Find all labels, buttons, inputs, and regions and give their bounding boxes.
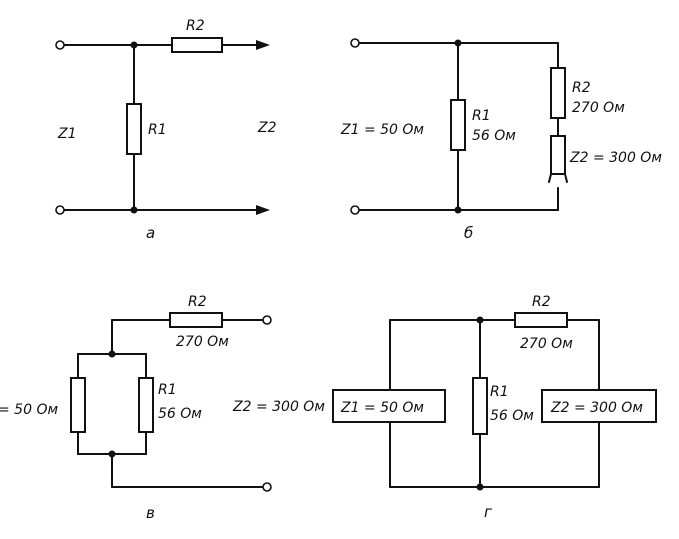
panel-b-label-z2: Z2 = 300 Ом: [569, 150, 662, 166]
panel-g-value-r2: 270 Ом: [520, 336, 573, 352]
panel-b: Z1 = 50 Ом R1 56 Ом R2 270 Ом Z2 = 300 О…: [340, 38, 662, 242]
panel-v: R2 270 Ом = 50 Ом R1 56 Ом Z2 = 300 Ом в: [0, 294, 325, 522]
panel-v-caption: в: [146, 504, 155, 522]
panel-v-value-r2: 270 Ом: [176, 334, 229, 350]
panel-a-junction-top: [130, 41, 138, 49]
panel-g-label-r2: R2: [532, 294, 551, 310]
panel-v-terminal-bottom: [262, 482, 272, 492]
panel-b-junction-top: [454, 39, 462, 47]
panel-v-junction-bottom: [108, 450, 116, 458]
panel-b-label-r2: R2: [572, 80, 591, 96]
panel-v-label-z1: = 50 Ом: [0, 402, 58, 418]
panel-b-label-z1: Z1 = 50 Ом: [340, 122, 424, 138]
panel-a-label-r1: R1: [148, 122, 167, 138]
panel-a-terminal-bottom: [55, 205, 65, 215]
panel-b-load-tail: [548, 173, 568, 183]
panel-v-load-z1: [70, 377, 86, 433]
panel-b-resistor-r1: [450, 99, 466, 151]
panel-g-load-z2-box: [541, 389, 657, 423]
panel-v-label-r1: R1: [158, 382, 177, 398]
panel-b-load-z2: [550, 135, 566, 175]
panel-g-junction-top: [476, 316, 484, 324]
panel-b-caption: б: [464, 224, 473, 242]
panel-a-junction-bottom: [130, 206, 138, 214]
panel-g-label-r1: R1: [490, 384, 509, 400]
panel-g: R2 270 Ом Z1 = 50 Ом R1 56 Ом Z2 = 300 О…: [332, 294, 657, 521]
panel-g-load-z1-box: [332, 389, 446, 423]
panel-g-resistor-r2: [514, 312, 568, 328]
panel-a-resistor-r2: [171, 37, 223, 53]
panel-a-caption: а: [146, 224, 155, 242]
panel-v-label-r2: R2: [188, 294, 207, 310]
panel-a-bottom-arrow: [256, 205, 270, 215]
panel-v-junction-top: [108, 350, 116, 358]
panel-a-resistor-r1: [126, 103, 142, 155]
panel-a-label-r2: R2: [186, 18, 205, 34]
panel-g-junction-bottom: [476, 483, 484, 491]
panel-g-label-z2: Z2 = 300 Ом: [550, 400, 643, 416]
panel-v-terminal-top: [262, 315, 272, 325]
panel-g-caption: г: [484, 503, 492, 521]
panel-a-top-arrow: [256, 40, 270, 50]
panel-b-terminal-bottom: [350, 205, 360, 215]
panel-b-value-r1: 56 Ом: [472, 128, 516, 144]
panel-v-label-z2: Z2 = 300 Ом: [232, 399, 325, 415]
panel-b-junction-bottom: [454, 206, 462, 214]
panel-g-value-r1: 56 Ом: [490, 408, 534, 424]
panel-v-resistor-r1: [138, 377, 154, 433]
panel-b-label-r1: R1: [472, 108, 491, 124]
panel-a-label-z2: Z2: [257, 120, 277, 136]
panel-b-resistor-r2: [550, 67, 566, 119]
panel-a-terminal-top: [55, 40, 65, 50]
panel-v-resistor-r2: [169, 312, 223, 328]
panel-a: R2 R1 Z1 Z2 а: [55, 18, 277, 242]
panel-a-label-z1: Z1: [57, 126, 77, 142]
panel-g-resistor-r1: [472, 377, 488, 435]
panel-b-terminal-top: [350, 38, 360, 48]
panel-g-label-z1: Z1 = 50 Ом: [340, 400, 424, 416]
panel-v-value-r1: 56 Ом: [158, 406, 202, 422]
panel-b-value-r2: 270 Ом: [572, 100, 625, 116]
